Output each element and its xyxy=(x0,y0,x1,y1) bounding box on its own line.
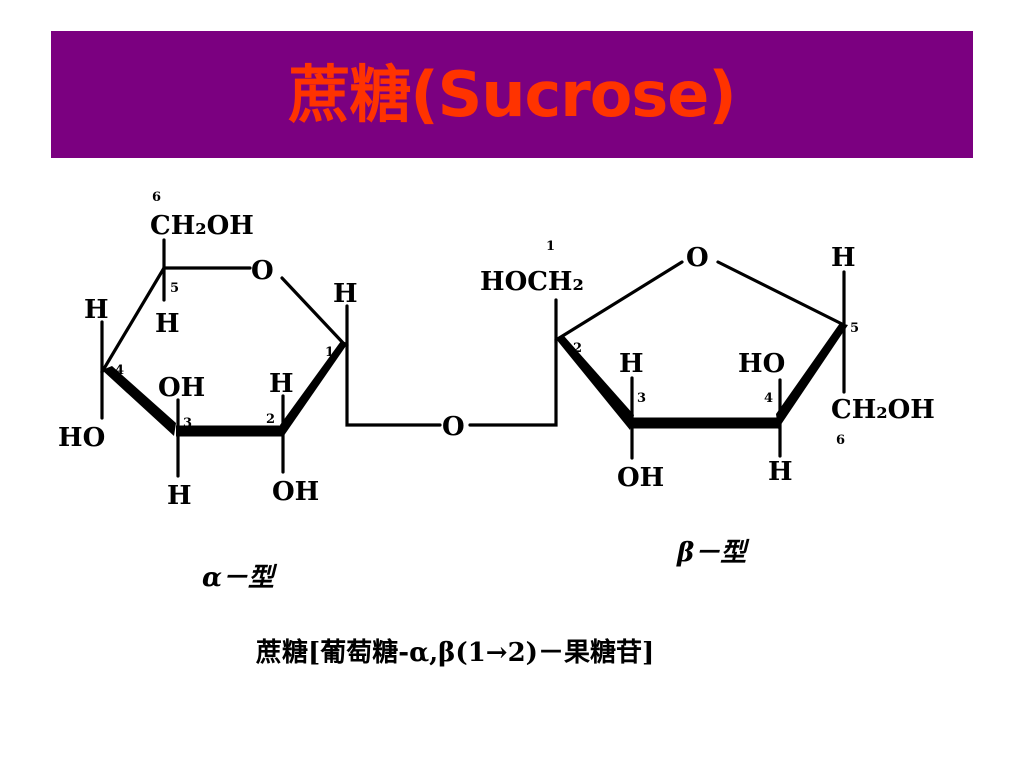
glucose-c6-number: 6 xyxy=(152,190,161,205)
fructose-c4-number: 4 xyxy=(764,391,773,406)
fructose-c3-oh: OH xyxy=(617,463,664,493)
fructose-ch2oh-label: CH₂OH xyxy=(831,395,935,425)
fructose-hoch2-label: HOCH₂ xyxy=(480,267,584,297)
bond-c5-c4 xyxy=(100,266,166,374)
bond-o-c2-fructose xyxy=(468,340,558,427)
glucose-ch2oh-label: CH₂OH xyxy=(150,211,254,241)
bond-ring-o-c5 xyxy=(716,260,846,327)
glucose-ring xyxy=(100,238,349,478)
glycosidic-linkage xyxy=(345,340,558,427)
sucrose-caption: 蔗糖[葡萄糖-α,β(1→2)－果糖苷] xyxy=(256,637,654,668)
glucose-c2-number: 2 xyxy=(266,412,275,427)
beta-form-label: β－型 xyxy=(676,538,750,568)
fructose-c5-number: 5 xyxy=(850,321,859,336)
bond-c4-c5 xyxy=(776,323,848,429)
glucose-c4-number: 4 xyxy=(115,363,124,378)
glucose-c3-oh: OH xyxy=(158,373,205,403)
fructose-c4-ho: HO xyxy=(738,349,785,379)
fructose-ring xyxy=(554,260,848,460)
fructose-c1-number: 1 xyxy=(546,239,555,254)
bond-c2-c3 xyxy=(556,336,634,430)
title-bar: 蔗糖(Sucrose) xyxy=(51,31,973,158)
glucose-c3-h: H xyxy=(167,481,192,511)
fructose-c4-h: H xyxy=(768,457,793,487)
glucose-c5-number: 5 xyxy=(170,281,179,296)
bond-c1-o xyxy=(345,343,442,427)
glucose-c4-ho: HO xyxy=(58,423,105,453)
glucose-c1-number: 1 xyxy=(325,345,334,360)
glucose-ring-oxygen: O xyxy=(251,256,274,286)
bond-c2-c1 xyxy=(280,341,348,437)
alpha-form-label: α－型 xyxy=(202,563,278,593)
fructose-c3-number: 3 xyxy=(637,391,646,406)
glucose-c2-oh: OH xyxy=(272,477,319,507)
fructose-c5-h: H xyxy=(831,243,856,273)
glycosidic-oxygen: O xyxy=(442,412,465,442)
bond-o-c1 xyxy=(280,276,347,347)
bond-c2-ring-o xyxy=(554,260,684,342)
fructose-c6-number: 6 xyxy=(836,433,845,448)
glucose-c4-h: H xyxy=(84,295,109,325)
slide-title: 蔗糖(Sucrose) xyxy=(288,57,736,131)
fructose-ring-oxygen: O xyxy=(686,243,709,273)
glucose-c2-h: H xyxy=(269,369,294,399)
glucose-c5-h: H xyxy=(155,309,180,339)
glucose-c1-h: H xyxy=(333,279,358,309)
bond-c4-c3 xyxy=(102,366,176,436)
fructose-c3-h: H xyxy=(619,349,644,379)
fructose-c2-number: 2 xyxy=(573,341,582,356)
glucose-c3-number: 3 xyxy=(183,416,192,431)
